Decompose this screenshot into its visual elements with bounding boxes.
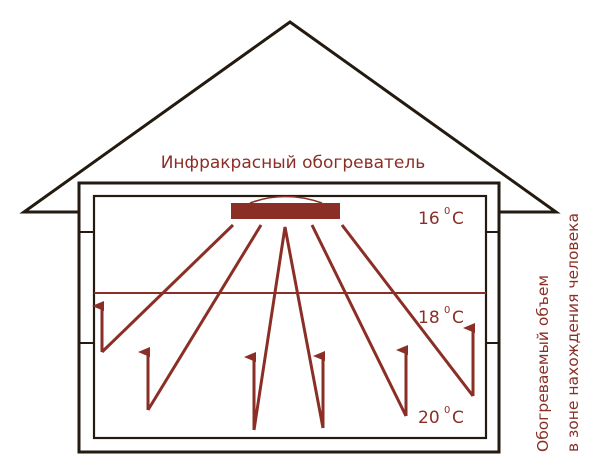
temperature-20: 20 0 C — [418, 405, 464, 428]
svg-text:C: C — [452, 308, 464, 328]
svg-text:0: 0 — [444, 206, 450, 217]
ray-5 — [340, 224, 475, 397]
roof — [19, 20, 561, 214]
temperature-16: 16 0 C — [418, 206, 464, 229]
outer-wall — [77, 181, 501, 454]
svg-text:Обогреваемый объем: Обогреваемый объем — [534, 275, 552, 452]
svg-text:C: C — [452, 209, 464, 229]
svg-text:C: C — [452, 408, 464, 428]
diagram-title: Инфракрасный обогреватель — [161, 153, 426, 173]
heated-zone-label: Обогреваемый объем в зоне нахождения чел… — [534, 213, 582, 452]
ray-2 — [146, 224, 263, 411]
ray-1 — [100, 223, 235, 354]
svg-text:16: 16 — [418, 209, 440, 229]
infrared-heater-icon — [231, 195, 340, 219]
svg-text:18: 18 — [418, 308, 440, 328]
svg-text:20: 20 — [418, 408, 440, 428]
reflected-heat-arrows — [92, 301, 475, 430]
ray-4 — [310, 224, 408, 417]
ray-3 — [252, 226, 325, 431]
svg-text:0: 0 — [444, 305, 450, 316]
svg-text:в зоне нахождения человека: в зоне нахождения человека — [564, 213, 582, 452]
temperature-18: 18 0 C — [418, 305, 464, 328]
svg-text:0: 0 — [444, 405, 450, 416]
heat-rays — [100, 223, 475, 431]
